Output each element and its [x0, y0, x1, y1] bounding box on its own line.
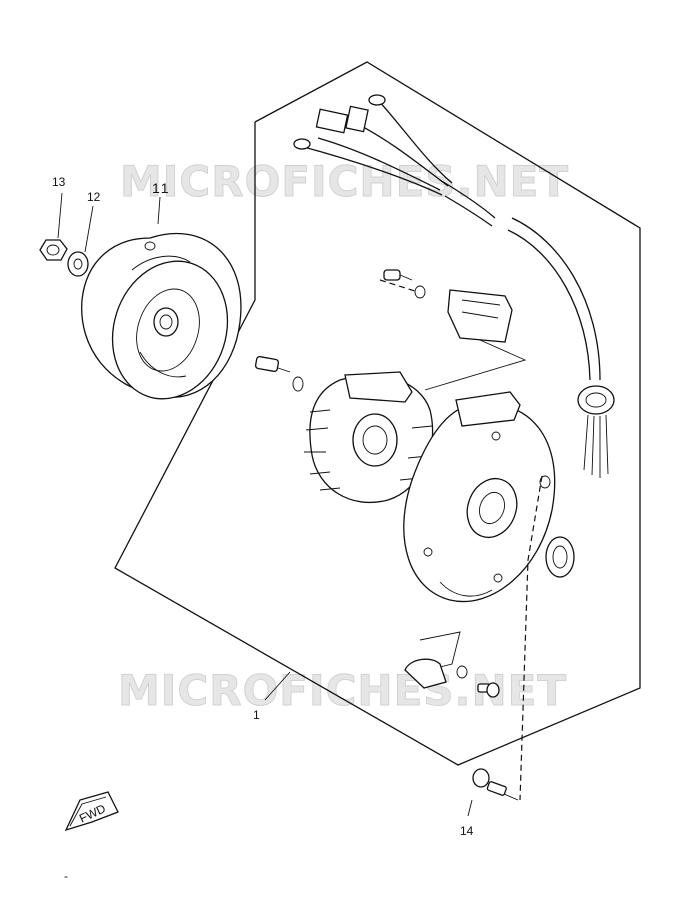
callout-12: 12 [87, 190, 101, 204]
footer-mark: - [64, 869, 68, 883]
callout-11: 11 [152, 180, 171, 196]
watermark-top: MICROFICHES.NET [120, 157, 569, 206]
callout-13: 13 [52, 175, 66, 189]
base-plate [403, 391, 556, 801]
wire-harness [293, 94, 615, 478]
leader-part-1 [264, 671, 291, 701]
nut-part-13 [39, 192, 68, 261]
oil-seal [545, 536, 575, 578]
callout-1: 1 [253, 708, 260, 722]
rotor-part-11 [81, 196, 242, 400]
washer-part-12 [67, 205, 94, 277]
wire-clamp [404, 631, 500, 698]
stator-coil [254, 356, 434, 504]
screw-part-14 [467, 768, 519, 817]
fwd-arrow-icon: FWD [64, 791, 119, 832]
pickup-coil [379, 269, 527, 391]
callout-14: 14 [460, 824, 474, 838]
